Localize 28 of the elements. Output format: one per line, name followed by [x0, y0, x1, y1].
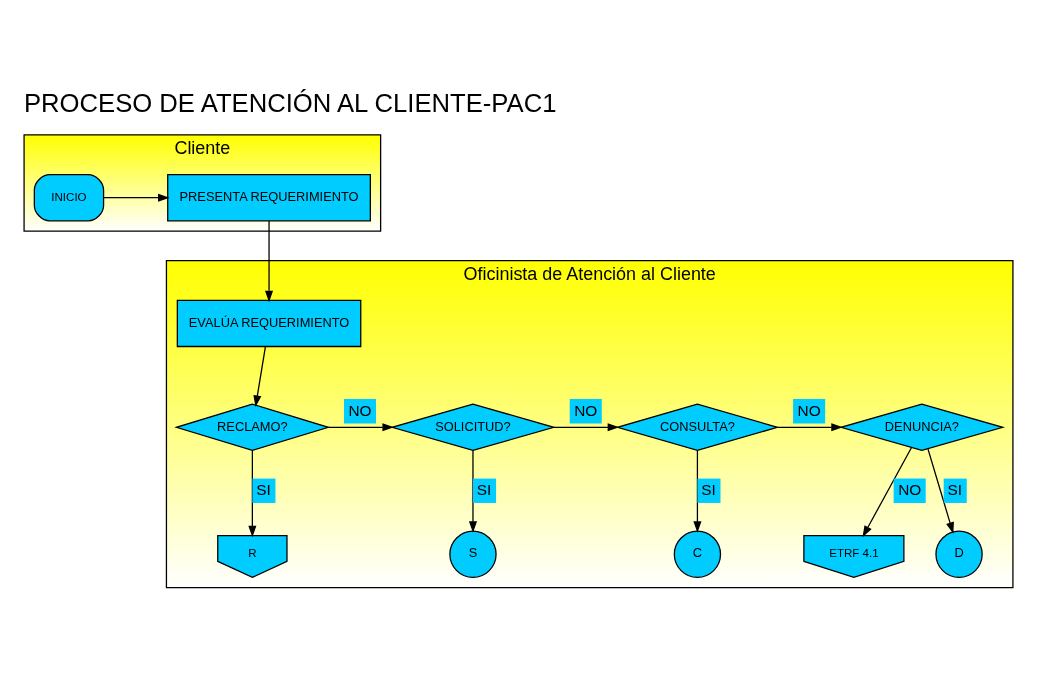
node-box: INICIO [33, 173, 105, 221]
arrow [468, 449, 477, 533]
arrow [553, 422, 620, 431]
edge-label: NO [574, 401, 598, 419]
node-circle: D [935, 530, 983, 578]
node-diamond: CONSULTA? [615, 403, 780, 451]
edge-label: NO [797, 401, 821, 419]
edge-label: SI [476, 480, 492, 498]
edge-label: NO [348, 401, 372, 419]
arrow [327, 422, 394, 431]
edge-label: NO [898, 480, 922, 498]
node-circle: C [673, 530, 722, 578]
diagram-title: PROCESO DE ATENCIÓN AL CLIENTE-PAC1 [24, 88, 557, 117]
arrow [253, 345, 267, 407]
node-box: PRESENTA REQUERIMIENTO [167, 173, 371, 221]
edge-label: SI [701, 480, 716, 498]
node-circle: S [449, 530, 497, 578]
edge-label: SI [947, 480, 963, 498]
node-diamond: SOLICITUD? [389, 403, 557, 451]
node-diamond: RECLAMO? [174, 403, 331, 451]
arrow [265, 219, 274, 302]
edge-label: SI [256, 480, 271, 498]
arrow [777, 422, 843, 431]
arrow [862, 446, 913, 537]
node-box: EVALÚA REQUERIMIENTO [176, 299, 362, 347]
arrow [927, 448, 954, 534]
arrow [103, 193, 170, 202]
node-diamond: DENUNCIA? [838, 403, 1006, 451]
